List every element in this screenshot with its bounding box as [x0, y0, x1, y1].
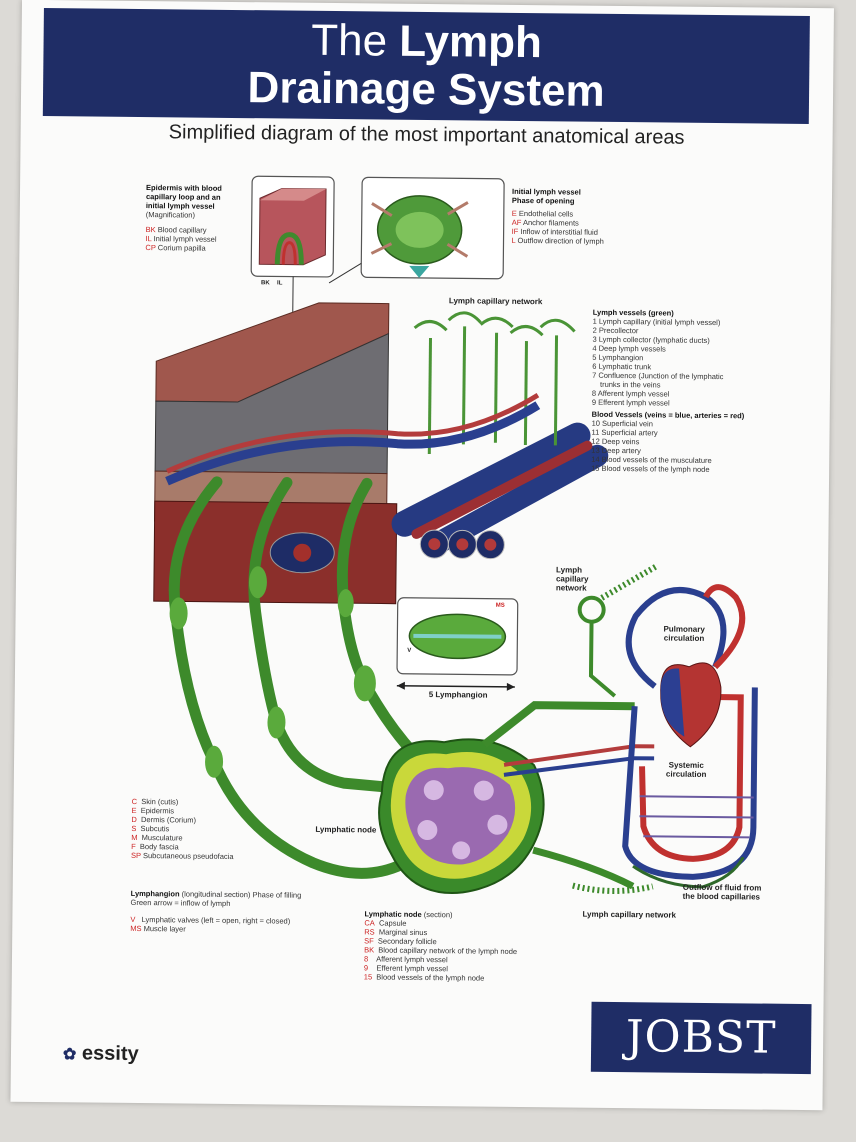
lymph-vessels-legend: Lymph vessels (green) 1 Lymph capillary …: [592, 308, 793, 409]
heart: [660, 662, 722, 748]
tag-il: IL: [277, 280, 283, 287]
label-lymph-capillary-network-2: Lymph capillary network: [555, 565, 589, 593]
label-lymph-capillary-network: Lymph capillary network: [448, 296, 543, 307]
lymph-node: [378, 738, 545, 895]
label-lymphangion: 5 Lymphangion: [428, 690, 488, 700]
essity-mark-icon: ✿: [62, 1046, 77, 1064]
capillary-network-node: [577, 595, 606, 624]
blood-vessels-legend: Blood Vessels (veins = blue, arteries = …: [591, 410, 812, 475]
inset-right-legend: Initial lymph vessel Phase of opening E …: [511, 187, 632, 246]
lymphangion-note-line: Green arrow = inflow of lymph: [130, 897, 231, 908]
inset-left-note: (Magnification): [145, 210, 196, 220]
tag-bk: BK: [261, 280, 270, 287]
lymph-diagram: [153, 175, 758, 895]
efferent-lymph-vessel: [481, 701, 635, 748]
lymphangion-span-line: [396, 684, 515, 688]
label-ms: MS: [495, 602, 505, 609]
layer-item: SP Subcutaneous pseudofacia: [131, 850, 234, 862]
inset-right-item: L Outflow direction of lymph: [511, 235, 604, 246]
afferent-lymph-vessel-right: [532, 846, 635, 890]
label-lymphatic-node: Lymphatic node: [315, 824, 377, 835]
capillary-loop-mini: [281, 241, 297, 265]
deep-vessel-bundle: [391, 422, 609, 560]
superficial-artery: [166, 393, 540, 474]
lymphangion-bulges: [169, 566, 376, 778]
lymphatic-node-legend: Lymphatic node (section) CA Capsule RS M…: [364, 909, 575, 983]
lymphangion-note: Lymphangion (longitudinal section) Phase…: [130, 889, 370, 936]
layers-legend: C Skin (cutis) E Epidermis D Dermis (Cor…: [131, 797, 282, 862]
jobst-logo: JOBST: [590, 1001, 812, 1075]
poster: The Lymph Drainage System Simplified dia…: [10, 0, 834, 1111]
label-systemic-circulation: Systemic circulation: [665, 760, 707, 779]
label-lymph-capillary-network-3: Lymph capillary network: [582, 909, 677, 920]
inset-left-legend: Epidermis with blood capillary loop and …: [145, 183, 256, 253]
label-outflow-fluid: Outflow of fluid from the blood capillar…: [682, 882, 762, 902]
label-pulmonary-circulation: Pulmonary circulation: [663, 624, 705, 643]
essity-logo: ✿ essity: [62, 1042, 139, 1066]
circulation: [622, 584, 758, 880]
inset-left-item: CP Corium papilla: [145, 243, 206, 253]
inset-right-heading-2: Phase of opening: [511, 195, 575, 206]
initial-lymph-vessel-mini: [274, 232, 304, 265]
label-v: V: [407, 647, 412, 654]
superficial-vein: [165, 401, 541, 486]
